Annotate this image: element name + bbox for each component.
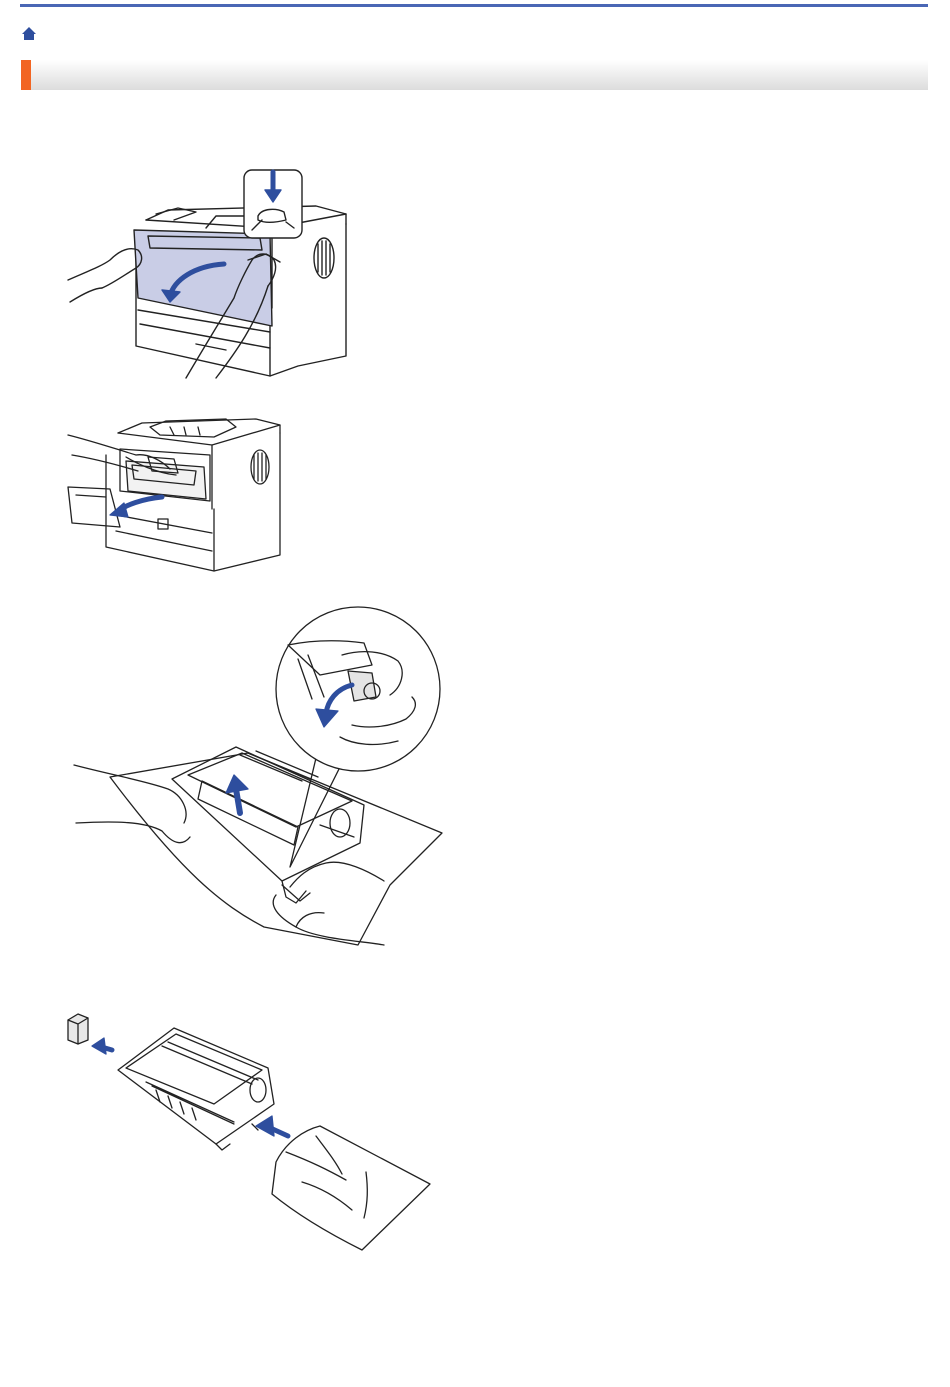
packaging-bag xyxy=(272,1126,430,1250)
toner-lock-lever-illustration xyxy=(72,605,444,951)
new-drum-unit-unpack-illustration xyxy=(66,1012,432,1252)
protective-cap xyxy=(68,1014,88,1044)
side-vent xyxy=(251,450,269,484)
section-title-bar xyxy=(21,60,928,90)
home-icon[interactable] xyxy=(21,25,37,41)
side-vent xyxy=(314,238,334,278)
printer-remove-drum-toner-illustration xyxy=(66,405,288,573)
top-rule xyxy=(20,4,928,7)
title-accent xyxy=(21,60,31,90)
printer-open-front-cover-illustration xyxy=(66,168,356,380)
